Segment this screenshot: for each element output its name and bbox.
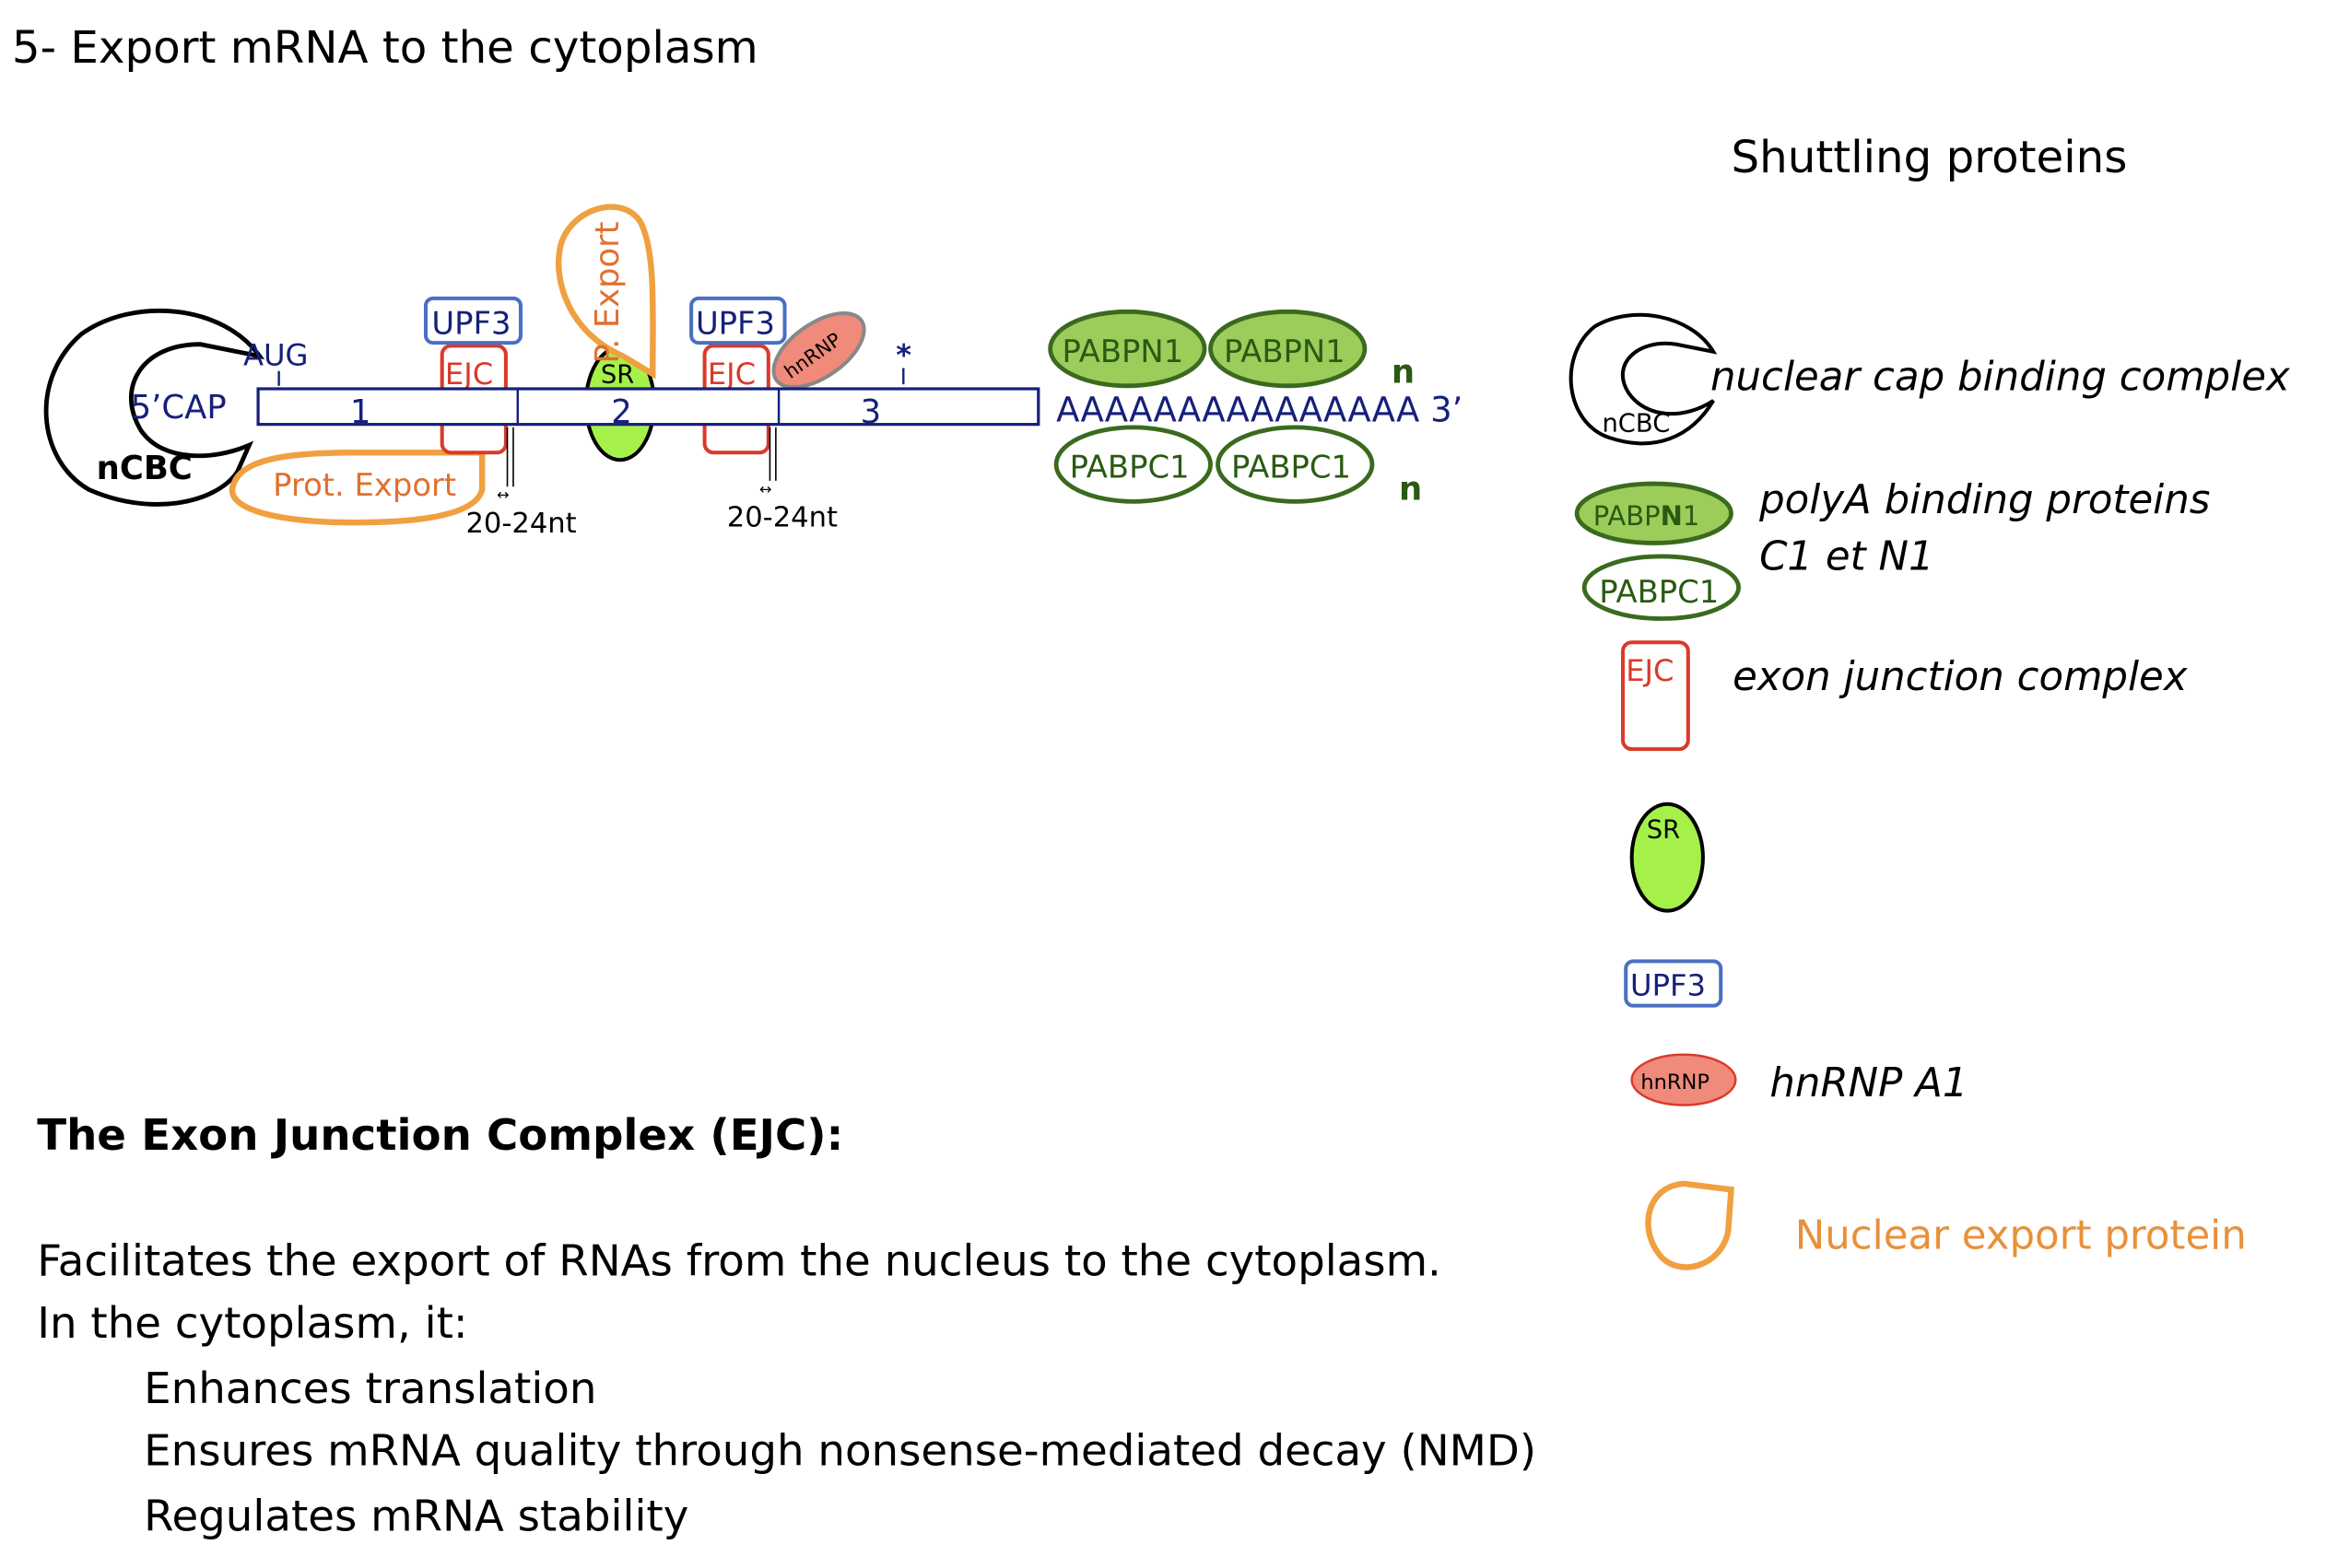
pabpc1-legend-label: PABPC1 [1599, 574, 1719, 610]
pab-desc-2: C1 et N1 [1759, 533, 1934, 579]
spacer-arrow-1: ↔ [497, 486, 509, 504]
ejc-bullet: Regulates mRNA stability [144, 1492, 688, 1541]
p-export-label: P. Export [589, 221, 627, 363]
ejc-desc: exon junction complex [1733, 654, 2189, 700]
ejc-bullet: Ensures mRNA quality through nonsense-me… [144, 1427, 1536, 1477]
sr-label: SR [601, 361, 634, 390]
nuclear-export-legend-icon [1645, 1180, 1734, 1270]
pabpc1-protein [1216, 425, 1375, 504]
pabpc1-label: PABPC1 [1231, 450, 1351, 486]
pabpn1-protein [1048, 309, 1207, 389]
pabpc1-protein [1053, 425, 1213, 504]
upf3-box-1 [423, 296, 523, 345]
pabpn1-legend-icon [1574, 481, 1733, 545]
upf3-legend-label: UPF3 [1630, 967, 1706, 1002]
upf3-legend-icon [1624, 959, 1723, 1008]
prot-export-label: Prot. Export [273, 467, 456, 503]
mrna-exon-bar [256, 387, 1040, 427]
spacer-arrow-2: ↔ [759, 480, 771, 497]
ejc-heading: The Exon Junction Complex (EJC): [37, 1111, 843, 1161]
pabpc1-label: PABPC1 [1070, 450, 1190, 486]
pabpn1-label: PABPN1 [1224, 333, 1345, 369]
ejc-description: The Exon Junction Complex (EJC): Facilit… [37, 1111, 1536, 1542]
ejc-bullet: Enhances translation [144, 1364, 596, 1414]
hnrnp-protein [771, 311, 866, 390]
ejc-legend-label: EJC [1626, 653, 1674, 688]
export-desc: Nuclear export protein [1795, 1213, 2247, 1259]
ncbc-legend-icon [1568, 312, 1718, 446]
exon-1-label: 1 [350, 393, 371, 431]
ejc-line-1: Facilitates the export of RNAs from the … [37, 1237, 1441, 1287]
pabpn1-legend-label: PABPN1 [1593, 500, 1699, 532]
pab-desc-1: polyA binding proteins [1758, 477, 2210, 523]
ncbc-shape [43, 308, 265, 507]
upf3-box-2 [689, 296, 787, 345]
spacer-label-2: 20-24nt [727, 502, 838, 534]
polya-tail: AAAAAAAAAAAAAAA 3’ [1056, 390, 1463, 429]
sr-legend-label: SR [1647, 816, 1680, 845]
prot-export-protein [229, 450, 486, 526]
ejc-label-2: EJC [708, 357, 756, 392]
pabpn1-protein [1208, 309, 1368, 389]
hnrnp-legend-label: hnRNP [1640, 1071, 1709, 1094]
n-multiplier-top: n [1392, 354, 1415, 392]
slide-title: 5- Export mRNA to the cytoplasm [12, 22, 758, 74]
mrna-diagram: nCBC 5’CAP Prot. Export EJC EJC SR P. Ex… [43, 204, 1463, 540]
exon-2-label: 2 [611, 393, 632, 431]
upf3-label-1: UPF3 [431, 305, 511, 341]
aug-label: AUG [243, 337, 309, 372]
ncbc-label: nCBC [97, 450, 193, 487]
ncbc-desc: nuclear cap binding complex [1710, 355, 2291, 401]
sr-legend-icon [1629, 802, 1705, 913]
stop-codon-label: * [896, 337, 911, 372]
ncbc-legend-label: nCBC [1602, 410, 1670, 439]
legend-heading: Shuttling proteins [1732, 132, 2128, 183]
hnrnp-legend-icon [1630, 1053, 1737, 1106]
hnrnp-desc: hnRNP A1 [1769, 1060, 1968, 1106]
n-multiplier-bottom: n [1399, 471, 1422, 509]
exon-3-label: 3 [861, 393, 882, 431]
upf3-label-2: UPF3 [696, 305, 775, 341]
cap-label: 5’CAP [131, 389, 227, 427]
ejc-legend-icon [1620, 640, 1690, 752]
pabpn1-label: PABPN1 [1063, 333, 1184, 369]
spacer-label-1: 20-24nt [465, 508, 576, 540]
pabpc1-legend-icon [1581, 554, 1741, 621]
ejc-line-2: In the cytoplasm, it: [37, 1299, 467, 1349]
ejc-label-1: EJC [445, 357, 493, 392]
p-export-protein [555, 204, 656, 380]
legend: Shuttling proteins nCBC nuclear cap bind… [1568, 132, 2291, 1270]
